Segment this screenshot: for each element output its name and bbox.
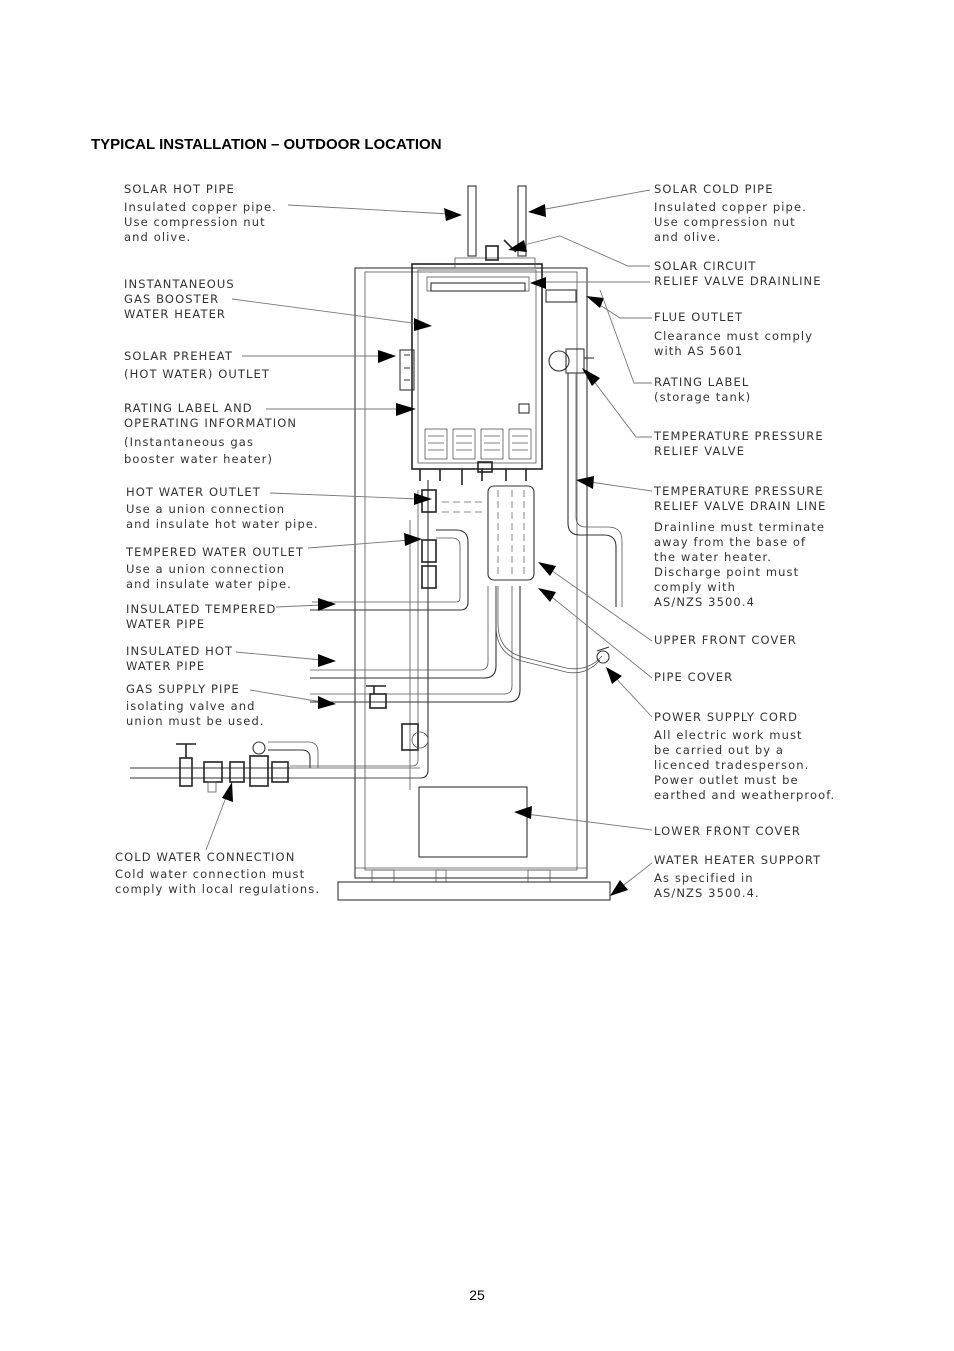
heater-support-pad <box>337 881 611 901</box>
label-solar-cold-pipe: SOLAR COLD PIPE Insulated copper pipe. U… <box>654 182 812 244</box>
arrow-insulated-tempered <box>318 598 336 611</box>
arrow-solar-cold <box>528 204 546 217</box>
label-tempered-water-outlet: TEMPERED WATER OUTLET Use a union connec… <box>125 545 309 591</box>
label-pipe-cover: PIPE COVER <box>654 670 733 684</box>
water-heater-drawing <box>130 185 623 901</box>
label-solar-circuit-relief: SOLAR CIRCUIT RELIEF VALVE DRAINLINE <box>654 259 822 288</box>
hot-tempered-pipes <box>290 480 497 790</box>
arrow-support <box>610 880 628 896</box>
label-solar-hot-pipe: SOLAR HOT PIPE Insulated copper pipe. Us… <box>124 182 282 244</box>
label-tp-relief-drain: TEMPERATURE PRESSURE RELIEF VALVE DRAIN … <box>653 484 831 609</box>
power-plug <box>596 646 610 664</box>
arrow-solar-circuit-2 <box>530 277 546 289</box>
arrow-hot-outlet <box>414 493 432 505</box>
arrow-cold-water <box>222 782 233 802</box>
arrow-upper-front-cover <box>538 562 556 576</box>
label-instantaneous-booster: INSTANTANEOUS GAS BOOSTER WATER HEATER <box>124 277 240 321</box>
arrow-booster <box>414 318 432 331</box>
label-gas-supply: GAS SUPPLY PIPE isolating valve and unio… <box>126 682 265 728</box>
label-solar-preheat: SOLAR PREHEAT (HOT WATER) OUTLET <box>124 349 270 381</box>
page-heading: TYPICAL INSTALLATION – OUTDOOR LOCATION <box>91 136 442 153</box>
arrow-tempered-outlet <box>404 533 422 546</box>
label-insulated-tempered: INSULATED TEMPERED WATER PIPE <box>126 602 281 631</box>
gas-supply-pipe <box>310 586 521 709</box>
callout-labels: SOLAR HOT PIPE Insulated copper pipe. Us… <box>115 182 835 900</box>
label-rating-tank: RATING LABEL (storage tank) <box>654 375 754 404</box>
label-insulated-hot: INSULATED HOT WATER PIPE <box>126 644 238 673</box>
cold-water-assembly <box>130 741 420 793</box>
label-flue-outlet: FLUE OUTLET Clearance must comply with A… <box>654 310 818 358</box>
arrow-tpr-valve <box>582 368 600 386</box>
label-rating-operating: RATING LABEL AND OPERATING INFORMATION (… <box>124 401 302 466</box>
arrow-insulated-hot <box>318 654 336 667</box>
arrow-solar-hot-pipe <box>444 208 462 221</box>
arrow-flue <box>586 296 604 308</box>
lower-front-cover-panel <box>418 786 528 858</box>
leader-lines <box>205 189 653 896</box>
label-power-supply-cord: POWER SUPPLY CORD All electric work must… <box>654 710 835 802</box>
arrow-solar-circuit <box>508 240 527 252</box>
arrow-power-cord <box>606 667 622 684</box>
label-upper-front-cover: UPPER FRONT COVER <box>654 633 797 647</box>
arrow-pipe-cover <box>538 588 556 602</box>
arrow-rating-op <box>396 403 416 416</box>
solar-pipes <box>454 185 536 269</box>
label-cold-water-connection: COLD WATER CONNECTION Cold water connect… <box>115 850 320 896</box>
label-lower-front-cover: LOWER FRONT COVER <box>654 824 801 838</box>
arrow-gas-supply <box>318 696 336 709</box>
tpr-valve <box>548 348 594 374</box>
arrow-tpr-drain <box>576 476 594 489</box>
gas-booster-unit <box>411 263 543 485</box>
arrow-lower-front-cover <box>514 806 532 819</box>
label-water-heater-support: WATER HEATER SUPPORT As specified in AS/… <box>654 853 826 900</box>
arrow-solar-preheat <box>378 350 396 363</box>
page-number: 25 <box>469 1287 485 1303</box>
label-hot-water-outlet: HOT WATER OUTLET Use a union connection … <box>126 485 319 531</box>
pipe-cover-outline <box>442 485 535 581</box>
label-tp-relief-valve: TEMPERATURE PRESSURE RELIEF VALVE <box>653 429 829 458</box>
